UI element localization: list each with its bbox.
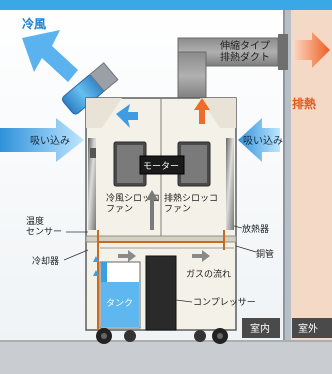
motor-box [139, 155, 185, 175]
right-filter [226, 138, 234, 230]
outdoor-label: 室外 [298, 322, 318, 335]
cool-fan-out-arrow [116, 104, 138, 128]
temp-sensor-marker [90, 148, 96, 158]
exhaust-duct [177, 34, 288, 101]
top-strip [0, 0, 332, 10]
heat-fan-out-arrow [194, 98, 210, 124]
motor-label: モーター [143, 161, 179, 172]
cool-air-arrow [22, 30, 78, 82]
indoor-label: 室内 [250, 322, 270, 335]
intake-left-label: 吸い込み [30, 135, 70, 147]
copper-pipe [97, 230, 225, 330]
outdoor-badge [292, 318, 332, 338]
left-filter [88, 138, 96, 230]
cool-air-label: 冷風 [22, 16, 46, 31]
outdoor-zone [291, 0, 332, 374]
compressor-box [145, 255, 177, 331]
radiator-label: 放熱器 [242, 223, 269, 235]
exhaust-heat-label: 排熱 [292, 96, 316, 111]
cool-fan-label: 冷風シロッコファン [106, 192, 160, 214]
exhaust-heat-arrow [295, 32, 330, 68]
indoor-badge [242, 318, 280, 338]
floor [0, 340, 332, 374]
cooler-label: 冷却器 [32, 255, 59, 267]
compressor-label: コンプレッサー [193, 297, 256, 308]
temp-sensor-label: 温度センサー [26, 215, 62, 237]
tank [99, 261, 141, 329]
gas-up-arrow [146, 190, 158, 230]
gas-flow-label: ガスの流れ [186, 268, 231, 280]
extension-duct-label: 伸縮タイプ排熱ダクト [220, 39, 270, 64]
intake-left-arrow [0, 118, 84, 162]
intake-right-arrow [238, 118, 280, 162]
copper-pipe-label: 銅管 [256, 248, 274, 260]
gas-flow-arrow-1 [118, 250, 136, 262]
exhaust-fan-label: 排熱シロッコファン [164, 192, 218, 214]
wall [283, 0, 291, 374]
gas-flow-arrow-2 [192, 250, 210, 262]
tank-label: タンク [106, 298, 133, 309]
intake-right-label: 吸い込み [243, 135, 283, 147]
